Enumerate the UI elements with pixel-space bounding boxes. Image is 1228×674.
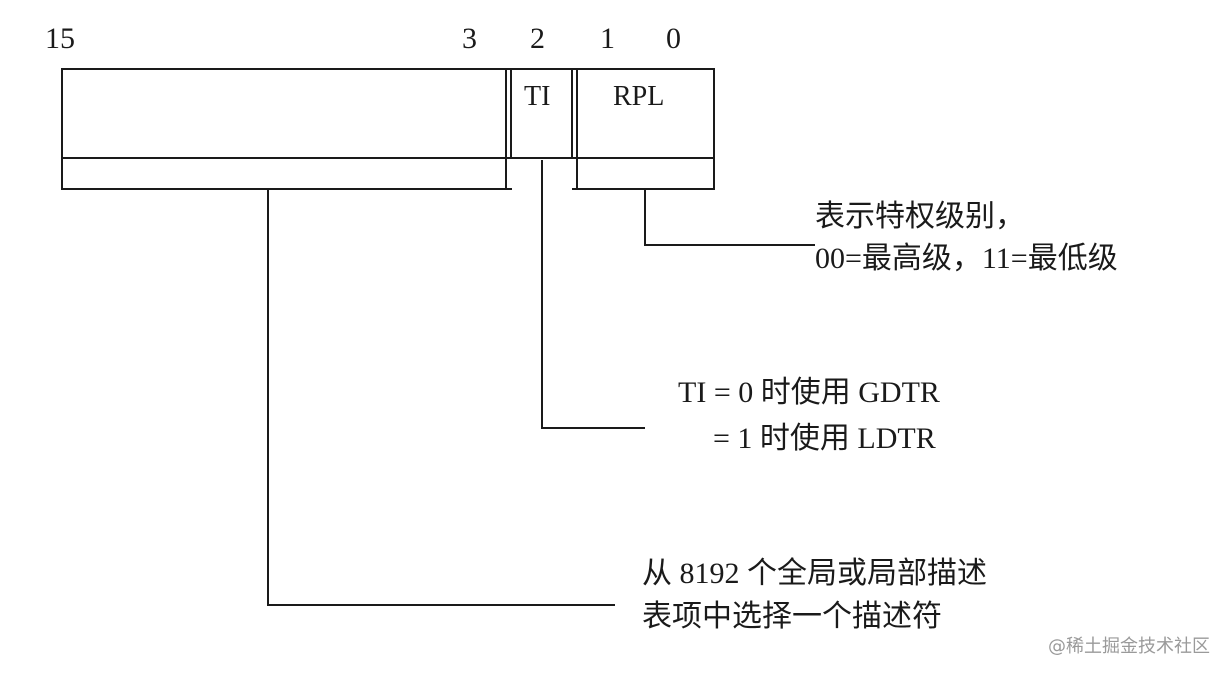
ti-leader-line [541,160,645,429]
bit-number-3: 3 [462,22,477,55]
bit-number-2: 2 [530,22,545,55]
index-leader-line [267,189,615,606]
field-label-rpl: RPL [613,81,664,112]
index-annotation-line1: 从 8192 个全局或局部描述 [642,557,987,590]
bit-number-1: 1 [600,22,615,55]
selector-register [61,68,715,191]
rpl-annotation-line1: 表示特权级别， [815,200,1025,233]
ti-annotation-line1: TI = 0 时使用 GDTR [678,376,940,409]
rpl-leader-line [644,189,815,246]
rpl-annotation-line2: 00=最高级，11=最低级 [815,242,1118,275]
bit-number-0: 0 [666,22,681,55]
index-annotation-line2: 表项中选择一个描述符 [642,600,942,633]
ti-annotation-line2: = 1 时使用 LDTR [713,422,936,455]
watermark: @稀土掘金技术社区 [1048,636,1210,657]
field-label-ti: TI [524,81,550,112]
bit-number-15: 15 [45,22,75,55]
register-frame [61,68,715,190]
